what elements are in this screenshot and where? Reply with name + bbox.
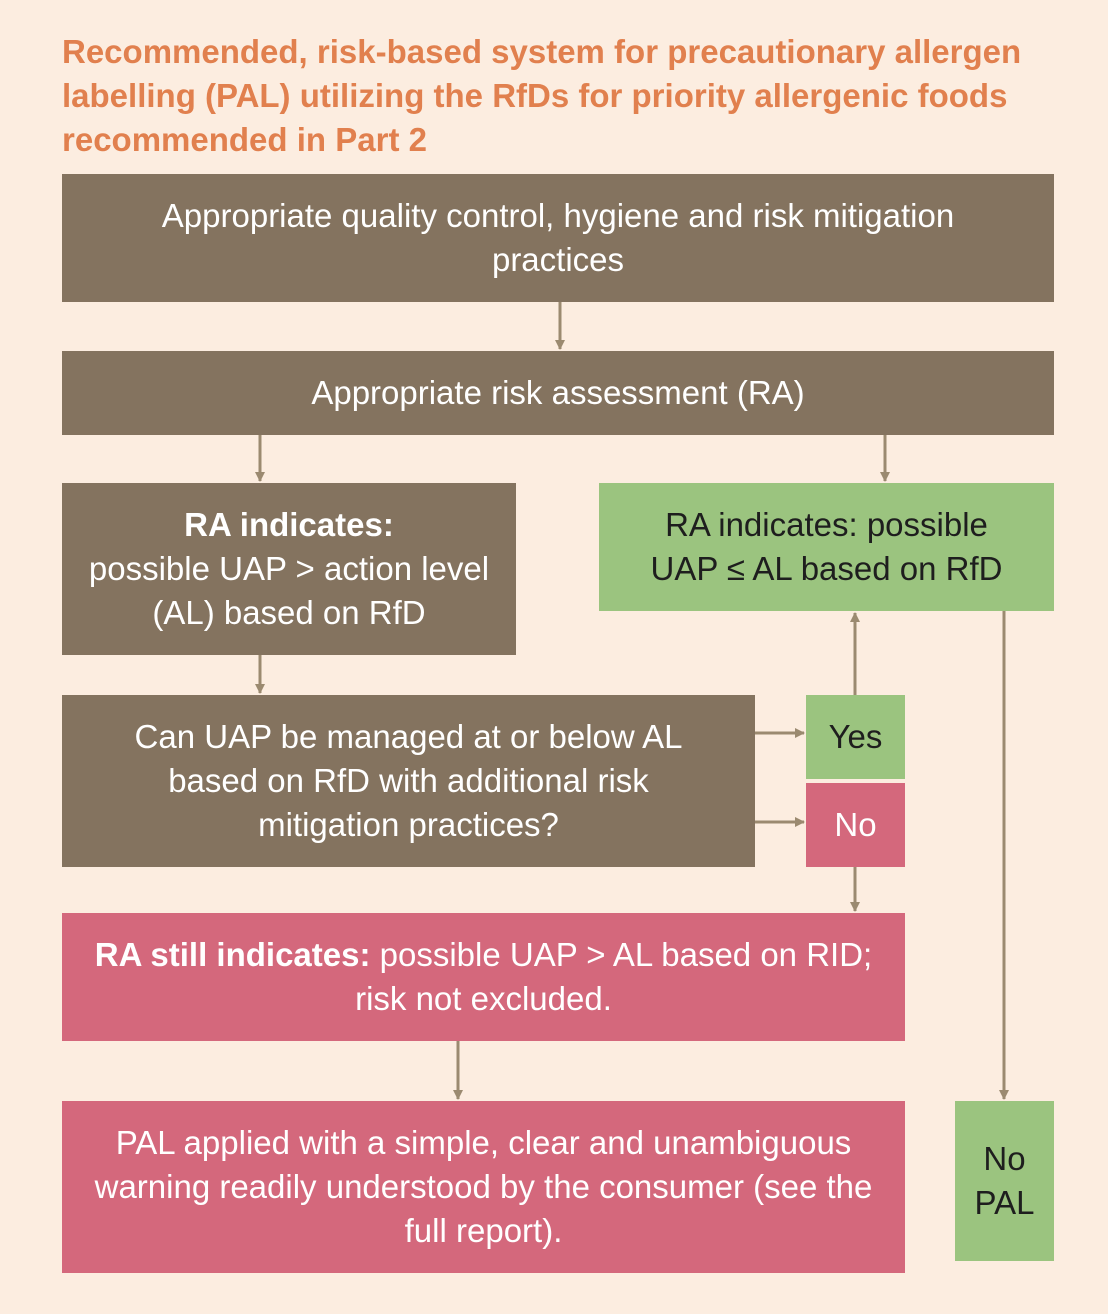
manage-question-text: Can UAP be managed at or below AL based … [134,718,683,843]
ra-below-al-text: RA indicates: possible UAP ≤ AL based on… [650,506,1003,587]
ra-above-al-box: RA indicates: possible UAP > action leve… [62,483,516,655]
diagram-title: Recommended, risk-based system for preca… [62,33,1022,158]
yes-label: Yes [828,718,883,755]
no-pal-text: No PAL [974,1140,1035,1221]
ra-below-al-box: RA indicates: possible UAP ≤ AL based on… [599,483,1054,611]
quality-control-text: Appropriate quality control, hygiene and… [161,197,955,278]
manage-question-box: Can UAP be managed at or below AL based … [62,695,755,867]
ra-above-al-bold: RA indicates: [184,506,394,543]
no-label: No [834,806,877,843]
risk-assessment-text: Appropriate risk assessment (RA) [311,374,805,411]
pal-applied-text: PAL applied with a simple, clear and una… [94,1124,873,1249]
yes-box: Yes [806,695,905,779]
ra-above-al-text: possible UAP > action level (AL) based o… [88,550,490,631]
ra-still-text: possible UAP > AL based on RID; risk not… [355,936,873,1017]
no-pal-box: No PAL [955,1101,1054,1261]
no-box: No [806,783,905,867]
pal-applied-box: PAL applied with a simple, clear and una… [62,1101,905,1273]
risk-assessment-box: Appropriate risk assessment (RA) [62,351,1054,435]
quality-control-box: Appropriate quality control, hygiene and… [62,174,1054,302]
ra-still-bold: RA still indicates: [94,936,371,973]
ra-still-box: RA still indicates: possible UAP > AL ba… [62,913,905,1041]
